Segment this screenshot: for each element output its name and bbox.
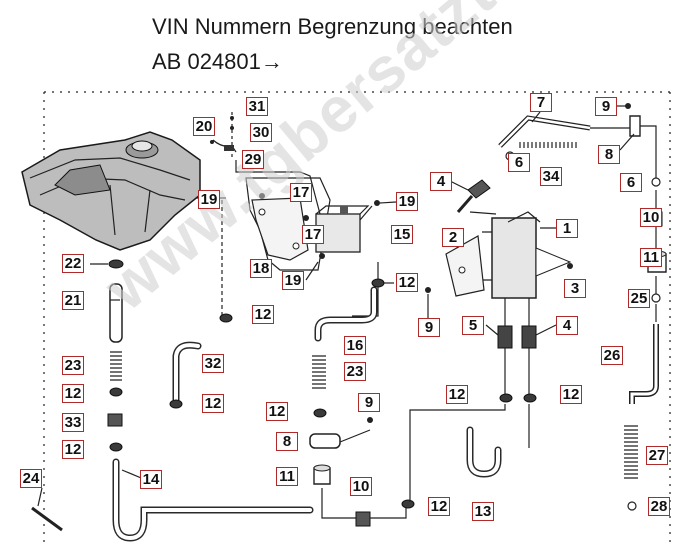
hose-16 xyxy=(314,278,385,342)
part-label-9-mid[interactable]: 9 xyxy=(418,318,440,337)
vin-note-line-2: AB 024801→ xyxy=(152,49,283,74)
left-hose-chain xyxy=(31,259,314,542)
part-label-25[interactable]: 25 xyxy=(628,289,650,308)
part-label-12-left-a[interactable]: 12 xyxy=(62,384,84,403)
part-label-12-pump-right[interactable]: 12 xyxy=(560,385,582,404)
fuel-tank xyxy=(21,131,201,251)
part-label-12-pump-left[interactable]: 12 xyxy=(446,385,468,404)
part-label-29[interactable]: 29 xyxy=(242,150,264,169)
part-label-23-left[interactable]: 23 xyxy=(62,356,84,375)
part-label-7[interactable]: 7 xyxy=(530,93,552,112)
part-label-4-top[interactable]: 4 xyxy=(430,172,452,191)
part-label-19-left[interactable]: 19 xyxy=(198,190,220,209)
hose-32 xyxy=(169,313,233,409)
fuel-pump xyxy=(425,179,573,360)
part-label-12-left-c[interactable]: 12 xyxy=(62,440,84,459)
part-label-15[interactable]: 15 xyxy=(391,225,413,244)
part-label-4-lower[interactable]: 4 xyxy=(556,316,578,335)
part-label-5[interactable]: 5 xyxy=(462,316,484,335)
part-label-18[interactable]: 18 xyxy=(250,259,272,278)
part-label-3[interactable]: 3 xyxy=(564,279,586,298)
part-label-27[interactable]: 27 xyxy=(646,446,668,465)
part-label-30[interactable]: 30 xyxy=(250,123,272,142)
breather-parts xyxy=(210,112,237,160)
lower-hoses xyxy=(409,360,537,502)
vin-note-line-1: VIN Nummern Begrenzung beachten xyxy=(152,14,513,39)
part-label-8-lower[interactable]: 8 xyxy=(276,432,298,451)
canister-assembly xyxy=(221,177,380,318)
part-label-12-bottom[interactable]: 12 xyxy=(428,497,450,516)
part-label-19-mid[interactable]: 19 xyxy=(282,271,304,290)
part-label-16[interactable]: 16 xyxy=(344,336,366,355)
part-label-12-left-upper[interactable]: 12 xyxy=(252,305,274,324)
part-label-6-pipe[interactable]: 6 xyxy=(508,153,530,172)
part-label-10-lower[interactable]: 10 xyxy=(350,477,372,496)
part-label-28[interactable]: 28 xyxy=(648,497,670,516)
part-label-33[interactable]: 33 xyxy=(62,413,84,432)
part-label-17-lower[interactable]: 17 xyxy=(302,225,324,244)
part-label-20[interactable]: 20 xyxy=(193,117,215,136)
part-label-14[interactable]: 14 xyxy=(140,470,162,489)
part-label-19-right[interactable]: 19 xyxy=(396,192,418,211)
part-label-23-mid[interactable]: 23 xyxy=(344,362,366,381)
part-label-21[interactable]: 21 xyxy=(62,291,84,310)
part-label-9-top[interactable]: 9 xyxy=(595,97,617,116)
part-label-9-lower[interactable]: 9 xyxy=(358,393,380,412)
part-label-12-mid-lower[interactable]: 12 xyxy=(266,402,288,421)
part-label-2[interactable]: 2 xyxy=(442,228,464,247)
part-label-8-top[interactable]: 8 xyxy=(598,145,620,164)
part-label-34[interactable]: 34 xyxy=(540,167,562,186)
part-label-24[interactable]: 24 xyxy=(20,469,42,488)
part-label-32[interactable]: 32 xyxy=(202,354,224,373)
part-label-11-lower[interactable]: 11 xyxy=(276,467,298,486)
part-label-12-left-b[interactable]: 12 xyxy=(202,394,224,413)
part-label-31[interactable]: 31 xyxy=(246,97,268,116)
part-label-26[interactable]: 26 xyxy=(601,346,623,365)
part-label-17-top[interactable]: 17 xyxy=(290,183,312,202)
part-label-6-right[interactable]: 6 xyxy=(620,173,642,192)
frame-marks xyxy=(43,91,671,545)
middle-column xyxy=(309,355,415,527)
part-label-13[interactable]: 13 xyxy=(472,502,494,521)
part-label-11-right[interactable]: 11 xyxy=(640,248,662,267)
part-label-1[interactable]: 1 xyxy=(556,219,578,238)
part-label-10-right[interactable]: 10 xyxy=(640,208,662,227)
part-label-22[interactable]: 22 xyxy=(62,254,84,273)
part-label-12-mid[interactable]: 12 xyxy=(396,273,418,292)
